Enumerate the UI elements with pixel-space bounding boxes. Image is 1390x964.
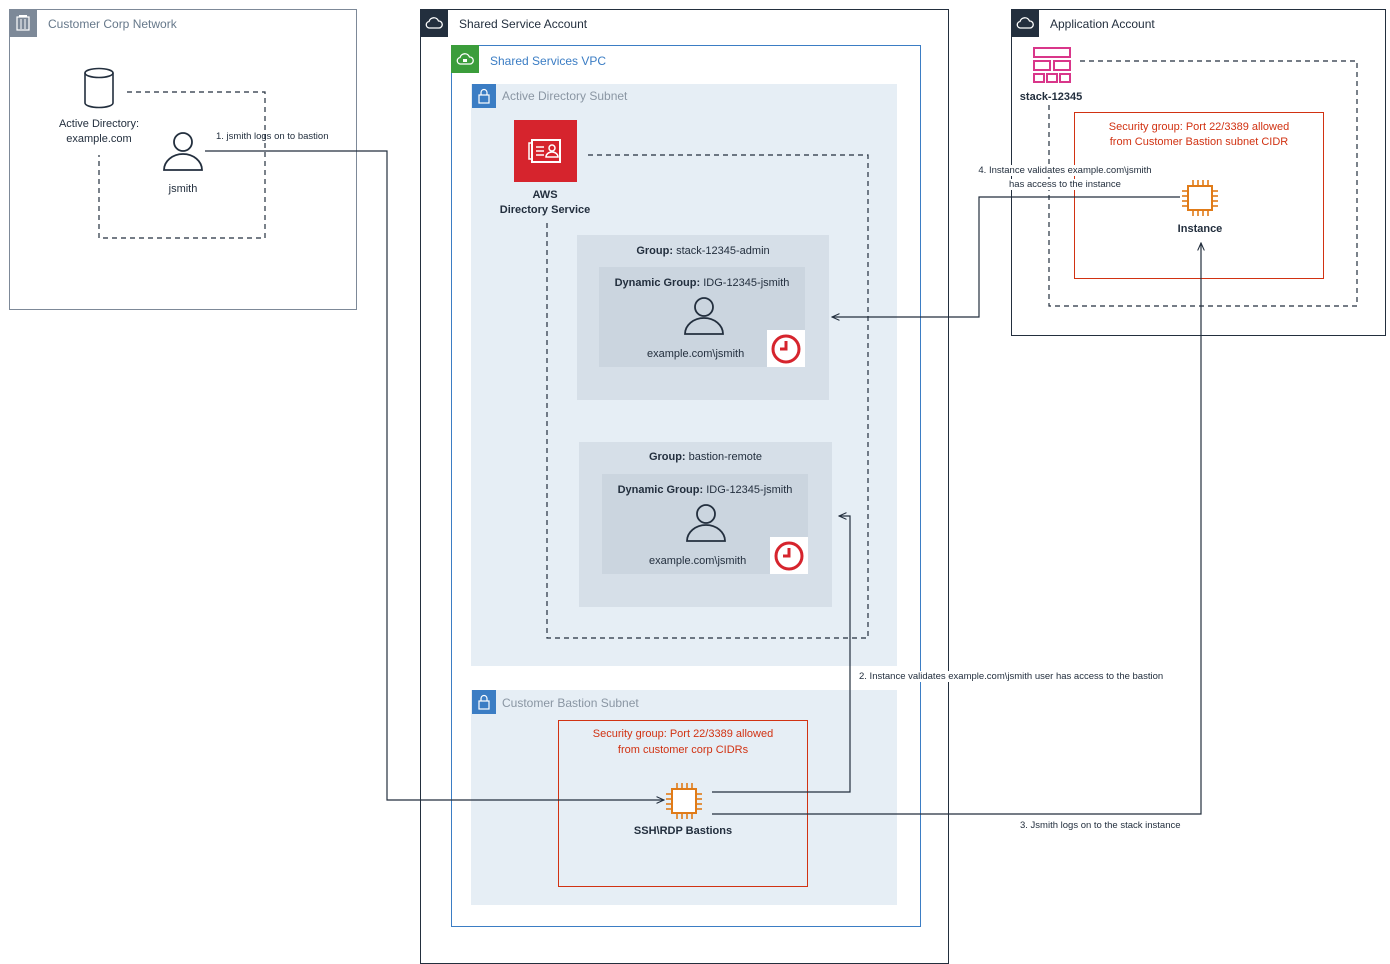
dynamic-group-prefix: Dynamic Group: xyxy=(617,484,704,496)
dynamic-group-2-user: example.com\jsmith xyxy=(649,555,747,567)
group-bastion-remote-title: Group: bastion-remote xyxy=(579,451,832,463)
step2-line xyxy=(712,516,851,793)
instance-sg-line2: from Customer Bastion subnet CIDR xyxy=(1109,136,1289,148)
dynamic-group-1-title: Dynamic Group: IDG-12345-jsmith xyxy=(599,277,805,289)
group-name: stack-12345-admin xyxy=(676,245,770,257)
instance-label: Instance xyxy=(1177,223,1223,235)
step2-label: 2. Instance validates example.com\jsmith… xyxy=(859,671,1164,682)
user-icon xyxy=(682,295,726,340)
step4-label-line2: has access to the instance xyxy=(960,179,1170,190)
step4-label-line1: 4. Instance validates example.com\jsmith xyxy=(960,165,1170,176)
dynamic-group-2-title: Dynamic Group: IDG-12345-jsmith xyxy=(602,484,808,496)
user-icon xyxy=(161,130,205,177)
user-icon xyxy=(684,502,728,547)
directory-dashed-group xyxy=(546,154,869,639)
bastion-sg-line1: Security group: Port 22/3389 allowed xyxy=(592,728,774,740)
step1-label: 1. jsmith logs on to bastion xyxy=(216,131,329,142)
ec2-instance-icon xyxy=(664,781,704,826)
bastion-security-group xyxy=(558,720,808,887)
directory-service-label-line1: AWS xyxy=(532,189,558,201)
directory-service-icon xyxy=(514,120,577,182)
user-jsmith-label: jsmith xyxy=(168,183,198,195)
database-icon xyxy=(82,67,116,114)
dynamic-group-1-user: example.com\jsmith xyxy=(647,348,745,360)
group-name: bastion-remote xyxy=(688,451,763,463)
step1-line xyxy=(205,150,664,800)
active-directory-label-line1: Active Directory: xyxy=(58,118,140,130)
cloud-icon xyxy=(1011,9,1039,37)
cloudformation-stack-icon xyxy=(1031,46,1073,89)
clock-icon xyxy=(767,330,805,367)
group-prefix: Group: xyxy=(648,451,686,463)
ec2-instance-icon xyxy=(1180,178,1220,223)
step3-line xyxy=(712,243,1201,815)
cloud-icon xyxy=(420,9,448,37)
bastions-label: SSH\RDP Bastions xyxy=(633,825,733,837)
group-prefix: Group: xyxy=(636,245,674,257)
lock-icon xyxy=(472,84,496,108)
directory-service-label-line2: Directory Service xyxy=(499,204,591,216)
ad-subnet-title: Active Directory Subnet xyxy=(502,89,628,103)
bastion-subnet-title: Customer Bastion Subnet xyxy=(502,696,639,710)
dynamic-group-name: IDG-12345-jsmith xyxy=(706,484,793,496)
vpc-icon xyxy=(451,45,479,73)
clock-icon xyxy=(770,537,808,574)
stack-label: stack-12345 xyxy=(1019,91,1083,103)
shared-service-account-title: Shared Service Account xyxy=(459,17,588,31)
stack-dashed-group xyxy=(1048,60,1358,307)
dynamic-group-name: IDG-12345-jsmith xyxy=(703,277,790,289)
corp-dashed-group xyxy=(98,91,266,239)
instance-security-group xyxy=(1074,112,1324,279)
shared-services-vpc xyxy=(451,45,921,927)
instance-sg-line1: Security group: Port 22/3389 allowed xyxy=(1108,121,1290,133)
step3-label: 3. Jsmith logs on to the stack instance xyxy=(1020,820,1181,831)
lock-icon xyxy=(472,690,496,714)
step4-line xyxy=(832,196,1180,317)
dynamic-group-prefix: Dynamic Group: xyxy=(614,277,701,289)
vpc-title: Shared Services VPC xyxy=(490,54,607,68)
application-account-title: Application Account xyxy=(1050,17,1155,31)
customer-corp-network xyxy=(9,9,357,310)
customer-corp-network-title: Customer Corp Network xyxy=(48,17,177,31)
bastion-sg-line2: from customer corp CIDRs xyxy=(617,744,749,756)
group-stack-admin-title: Group: stack-12345-admin xyxy=(577,245,829,257)
active-directory-label-line2: example.com xyxy=(66,133,132,145)
corporate-building-icon xyxy=(9,9,37,37)
